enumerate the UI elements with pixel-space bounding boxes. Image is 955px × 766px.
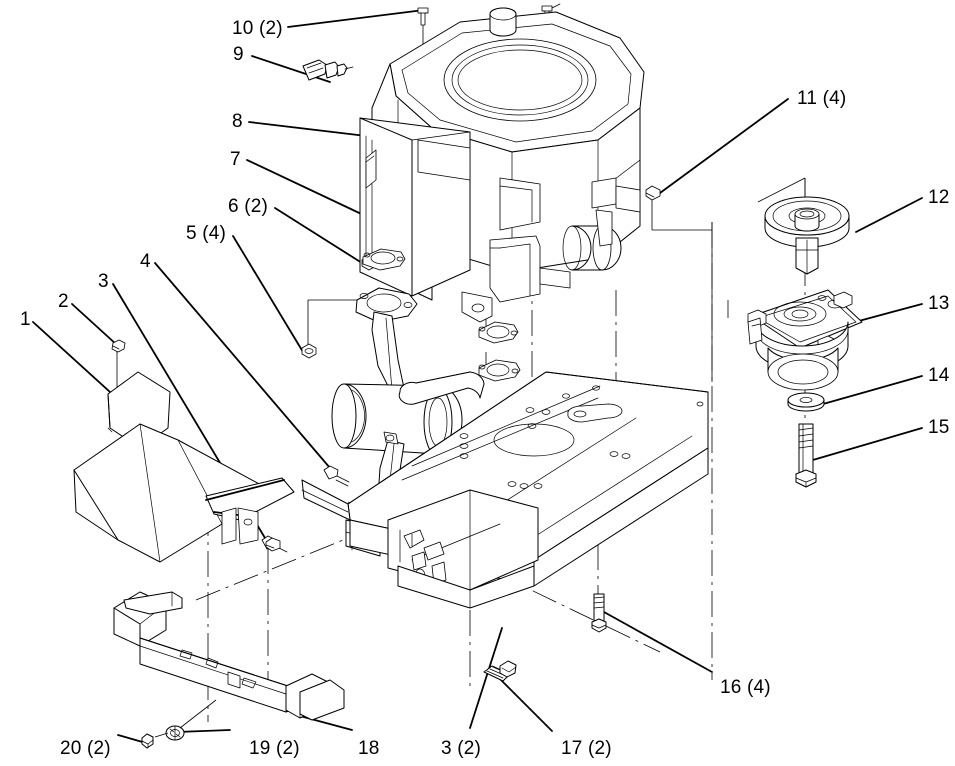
callout-label-19[interactable]: 19 (2) — [249, 738, 300, 759]
callout-label-7[interactable]: 7 — [230, 149, 241, 170]
callout-label-9[interactable]: 9 — [233, 44, 244, 65]
callout-label-1[interactable]: 1 — [20, 309, 31, 330]
callout-label-20[interactable]: 20 (2) — [60, 738, 111, 759]
callout-label-8[interactable]: 8 — [232, 111, 243, 132]
callout-label-2[interactable]: 2 — [58, 291, 69, 312]
callout-label-13[interactable]: 13 — [928, 293, 950, 314]
callout-label-12[interactable]: 12 — [928, 187, 950, 208]
part-7-8-engine-assembly — [359, 7, 645, 323]
frame-deck — [301, 371, 709, 609]
callout-label-15[interactable]: 15 — [928, 417, 950, 438]
part-9-spark-plug — [302, 59, 354, 81]
hardware-link-lines — [154, 699, 217, 738]
callout-label-3[interactable]: 3 — [98, 271, 109, 292]
part-5-exhaust-gasket — [355, 248, 521, 382]
part-20-hex-nut — [141, 733, 154, 749]
part-18-front-bumper — [113, 591, 345, 721]
part-10-engine-mount-screw — [417, 3, 561, 26]
leader-lines-right — [603, 98, 923, 673]
part-12-drive-pulley — [764, 196, 850, 275]
callout-label-11[interactable]: 11 (4) — [797, 88, 847, 109]
part-19-lock-washer — [165, 725, 185, 741]
callout-label-17[interactable]: 17 (2) — [561, 738, 612, 759]
callout-label-4[interactable]: 4 — [140, 251, 151, 272]
part-14-flat-washer — [787, 392, 825, 412]
part-11-engine-mount-bolt — [645, 185, 661, 201]
part-4-muffler-assembly — [331, 311, 485, 501]
part-1-shield-panel — [73, 371, 295, 563]
part-17-hex-head-bolt-left — [265, 537, 281, 552]
part-16-frame-bolt — [591, 593, 607, 633]
callout-label-18[interactable]: 18 — [358, 738, 380, 759]
callout-label-14[interactable]: 14 — [928, 365, 950, 386]
callout-label-3b[interactable]: 3 (2) — [441, 738, 482, 759]
callout-label-6[interactable]: 6 (2) — [228, 196, 269, 217]
callout-label-10[interactable]: 10 (2) — [232, 18, 283, 39]
part-13-idler-spindle-housing — [747, 289, 863, 391]
part-2-shield-screw — [111, 339, 126, 353]
part-17-hex-head-bolt — [483, 660, 517, 682]
callout-label-5[interactable]: 5 (4) — [186, 223, 227, 244]
callout-label-16[interactable]: 16 (4) — [720, 677, 771, 698]
part-15-hex-bolt-long — [795, 423, 817, 488]
